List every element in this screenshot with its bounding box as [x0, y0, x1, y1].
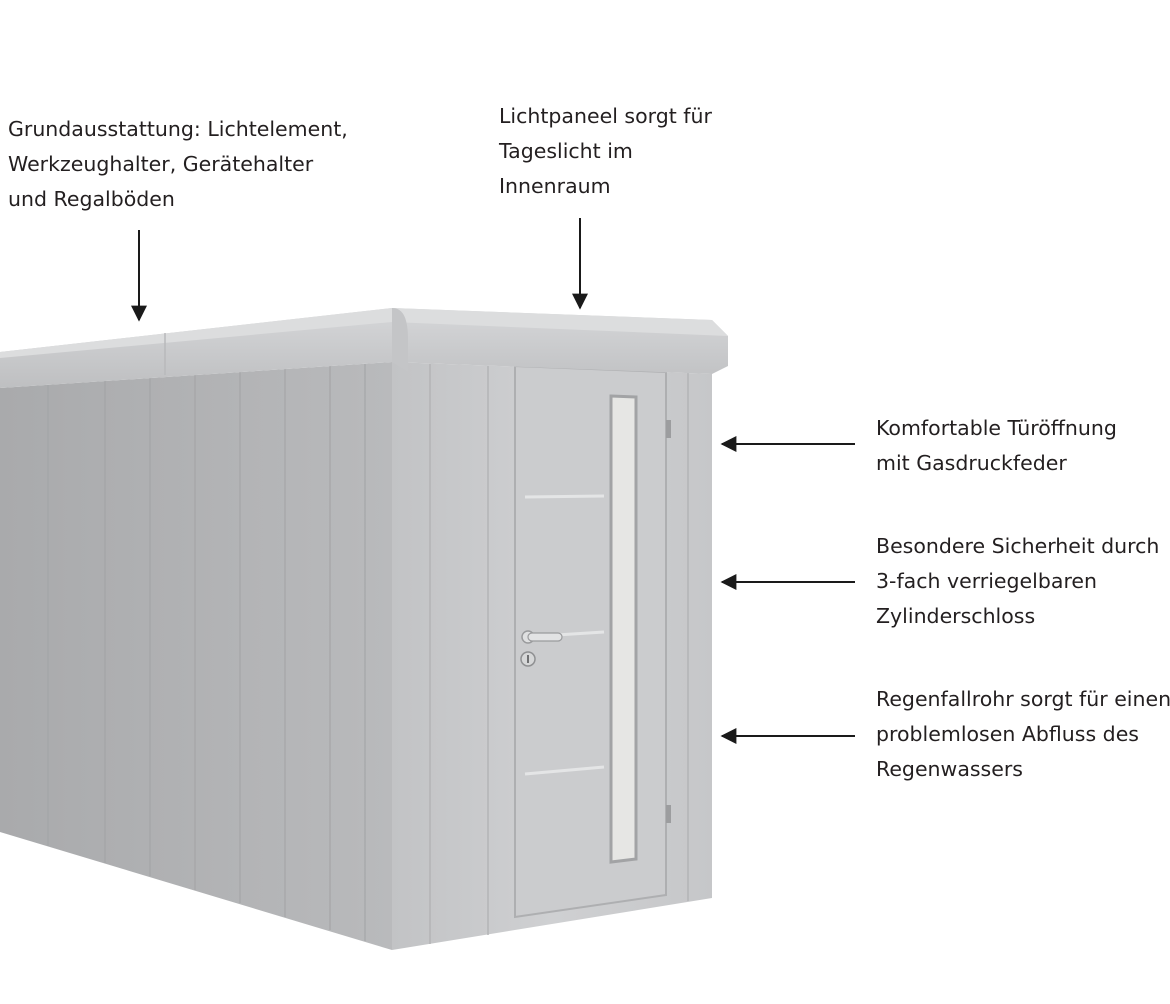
callout-line: Lichtpaneel sorgt für [499, 104, 712, 128]
callout-line: Innenraum [499, 174, 611, 198]
callout-line: Grundausstattung: Lichtelement, [8, 117, 348, 141]
door-hinge-bottom [666, 805, 671, 823]
callout-lock: Besondere Sicherheit durch 3-fach verrie… [876, 529, 1159, 634]
callout-line: Zylinderschloss [876, 604, 1036, 628]
callout-line: 3-fach verriegelbaren [876, 569, 1098, 593]
callout-drain: Regenfallrohr sorgt für einen problemlos… [876, 682, 1170, 787]
callout-line: mit Gasdruckfeder [876, 451, 1067, 475]
callout-door-opening: Komfortable Türöffnung mit Gasdruckfeder [876, 411, 1117, 481]
callout-line: und Regalböden [8, 187, 175, 211]
callout-line: Regenfallrohr sorgt für einen [876, 687, 1170, 711]
door-light-panel [609, 394, 638, 864]
callout-line: problemlosen Abfluss des [876, 722, 1139, 746]
callout-line: Tageslicht im [499, 139, 633, 163]
callout-line: Regenwassers [876, 757, 1023, 781]
shed-side-wall [0, 362, 392, 950]
door-lock-cylinder [520, 651, 536, 667]
callout-basic-equipment: Grundausstattung: Lichtelement, Werkzeug… [8, 112, 348, 217]
shed-door [514, 364, 671, 919]
callout-line: Werkzeughalter, Gerätehalter [8, 152, 314, 176]
callout-light-panel: Lichtpaneel sorgt für Tageslicht im Inne… [499, 99, 712, 204]
shed-roof [0, 308, 728, 388]
door-hinge-top [666, 420, 671, 438]
callout-line: Komfortable Türöffnung [876, 416, 1117, 440]
callout-line: Besondere Sicherheit durch [876, 534, 1160, 558]
door-handle [521, 630, 563, 644]
